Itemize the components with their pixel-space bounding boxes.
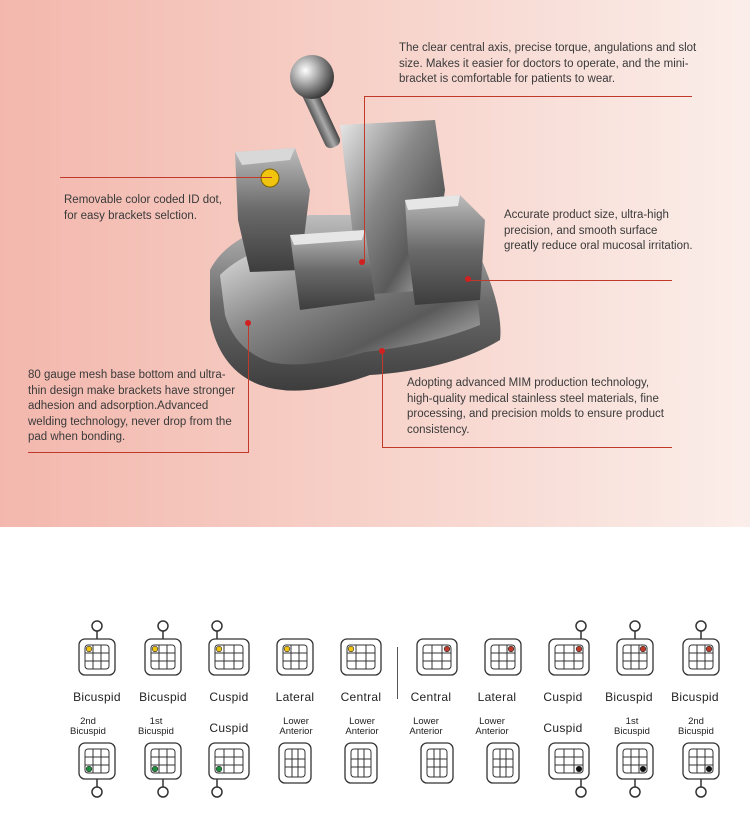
callout-mim: Adopting advanced MIM production technol…: [407, 377, 664, 436]
callout-id-dot: Removable color coded ID dot, for easy b…: [64, 194, 222, 222]
callout-accuracy: Accurate product size, ultra-high precis…: [504, 209, 693, 252]
upper-label-4: Lateral: [275, 690, 315, 704]
callout-line-mesh-vertical: [248, 324, 249, 453]
bracket-id-chart: Bicuspid Bicuspid Cuspid Lateral Central…: [64, 617, 724, 807]
upper-bracket-7: [470, 617, 536, 679]
lower-label-3: Cuspid: [209, 721, 249, 735]
callout-line-mim-vertical: [382, 352, 383, 448]
upper-bracket-3: [196, 617, 262, 679]
callout-line-accuracy: [468, 280, 672, 281]
lower-bracket-8: [536, 741, 602, 803]
feature-hero: The clear central axis, precise torque, …: [0, 0, 750, 527]
lower-bracket-9: [602, 741, 668, 803]
upper-bracket-2: [130, 617, 196, 679]
callout-line-id-dot: [60, 177, 272, 178]
callout-line-mesh: [28, 452, 248, 453]
callout-dot-mesh: [245, 320, 251, 326]
lower-label-1: 2nd Bicuspid: [70, 716, 106, 737]
lower-label-2: 1st Bicuspid: [138, 716, 174, 737]
callout-mesh-base: 80 gauge mesh base bottom and ultra-thin…: [28, 369, 236, 443]
upper-label-6: Central: [410, 690, 452, 704]
upper-label-8: Cuspid: [543, 690, 583, 704]
upper-label-5: Central: [340, 690, 382, 704]
callout-dot-top: [359, 259, 365, 265]
lower-bracket-2: [130, 741, 196, 803]
callout-line-mim: [382, 447, 672, 448]
lower-label-6: Lower Anterior: [409, 716, 443, 737]
lower-bracket-7: [470, 741, 536, 803]
upper-label-10: Bicuspid: [671, 690, 719, 704]
lower-bracket-10: [668, 741, 734, 803]
lower-label-4: Lower Anterior: [279, 716, 313, 737]
lower-bracket-1: [64, 741, 130, 803]
lower-label-8: Cuspid: [543, 721, 583, 735]
lower-label-7: Lower Anterior: [475, 716, 509, 737]
lower-bracket-5: [328, 741, 394, 803]
callout-dot-mim: [379, 348, 385, 354]
lower-label-5: Lower Anterior: [345, 716, 379, 737]
upper-label-7: Lateral: [477, 690, 517, 704]
upper-bracket-9: [602, 617, 668, 679]
upper-bracket-8: [536, 617, 602, 679]
upper-bracket-1: [64, 617, 130, 679]
upper-label-9: Bicuspid: [605, 690, 653, 704]
upper-label-2: Bicuspid: [139, 690, 187, 704]
callout-central-axis: The clear central axis, precise torque, …: [399, 42, 697, 85]
upper-bracket-4: [262, 617, 328, 679]
callout-line-top: [364, 96, 692, 97]
lower-label-10: 2nd Bicuspid: [678, 716, 714, 737]
lower-label-9: 1st Bicuspid: [614, 716, 650, 737]
upper-bracket-10: [668, 617, 734, 679]
upper-label-3: Cuspid: [209, 690, 249, 704]
upper-bracket-5: [328, 617, 394, 679]
lower-bracket-6: [404, 741, 470, 803]
midline-divider: [397, 647, 398, 699]
upper-label-1: Bicuspid: [73, 690, 121, 704]
upper-bracket-6: [404, 617, 470, 679]
callout-dot-accuracy: [465, 276, 471, 282]
bracket-illustration: [210, 55, 501, 391]
lower-bracket-3: [196, 741, 262, 803]
lower-bracket-4: [262, 741, 328, 803]
callout-line-top-vertical: [364, 96, 365, 262]
